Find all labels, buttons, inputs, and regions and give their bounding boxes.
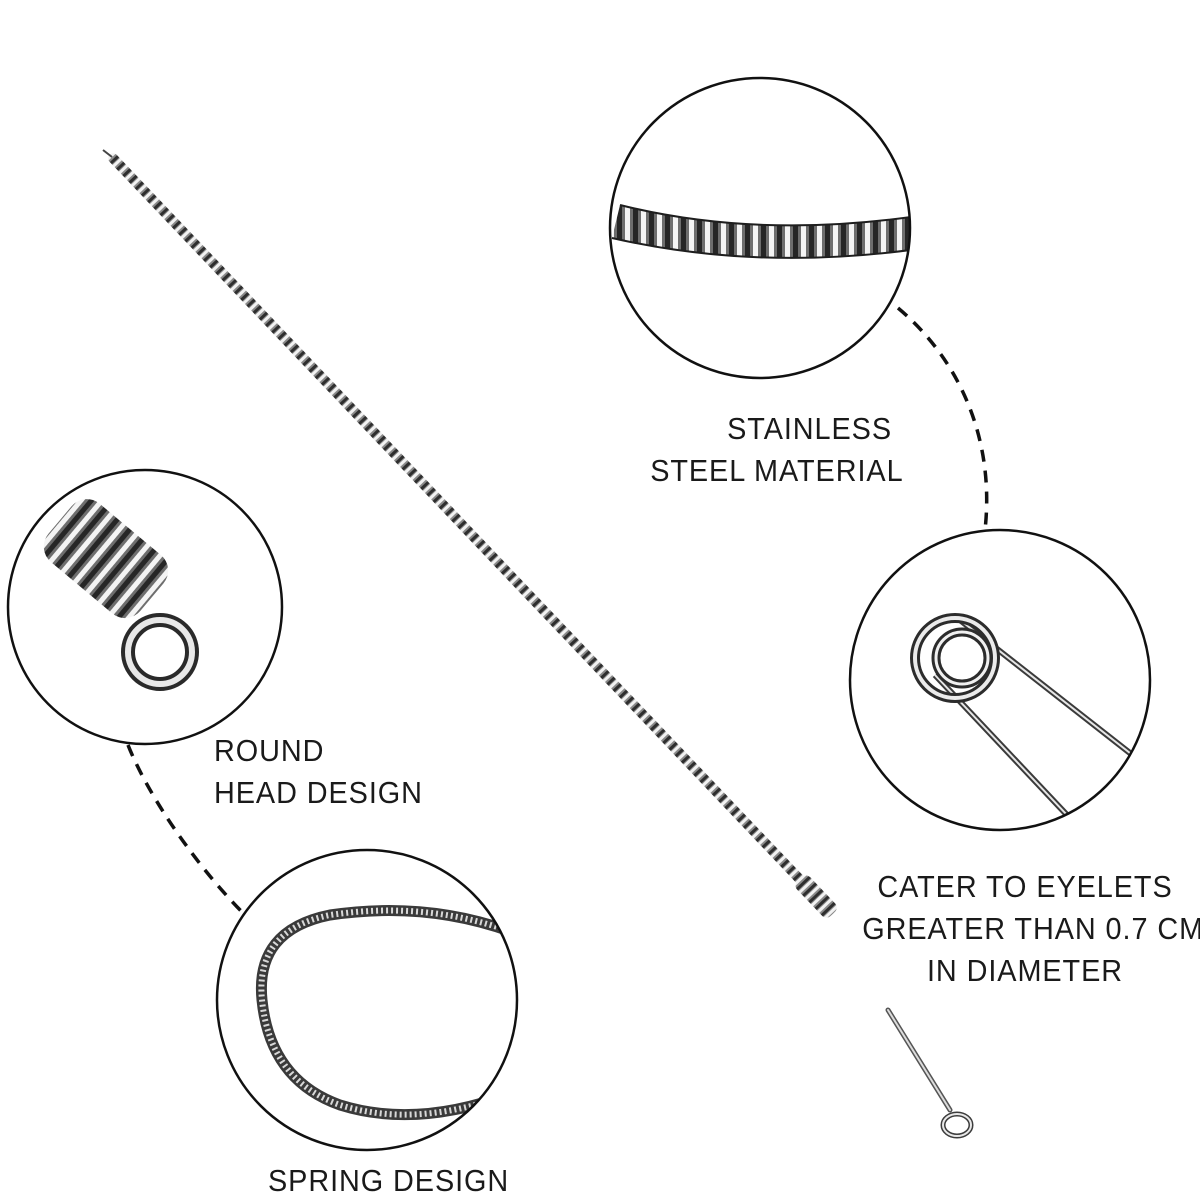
label-line: IN DIAMETER: [926, 953, 1124, 988]
connector-stainless: [896, 306, 989, 531]
label-line: CATER TO EYELETS: [877, 869, 1173, 904]
label-line: SPRING DESIGN: [268, 1163, 510, 1198]
detail-circle-round-head: [6, 468, 284, 746]
label-round-head: ROUND HEAD DESIGN: [214, 730, 423, 814]
detail-circle-stainless: [608, 76, 912, 380]
label-line: STAINLESS: [727, 411, 892, 446]
label-spring-design: SPRING DESIGN: [268, 1160, 509, 1202]
label-eyelets: CATER TO EYELETS GREATER THAN 0.7 CM IN …: [862, 866, 1200, 992]
label-line: GREATER THAN 0.7 CM: [862, 911, 1200, 946]
main-spring-rod: [102, 149, 974, 1139]
detail-circle-eyelets: [848, 528, 1152, 832]
detail-circle-spring: [215, 848, 519, 1152]
connector-round-to-spring: [126, 744, 247, 917]
label-line: ROUND: [214, 733, 325, 768]
label-stainless-steel: STAINLESS STEEL MATERIAL: [650, 408, 904, 492]
label-line: STEEL MATERIAL: [650, 453, 904, 488]
label-line: HEAD DESIGN: [214, 775, 423, 810]
